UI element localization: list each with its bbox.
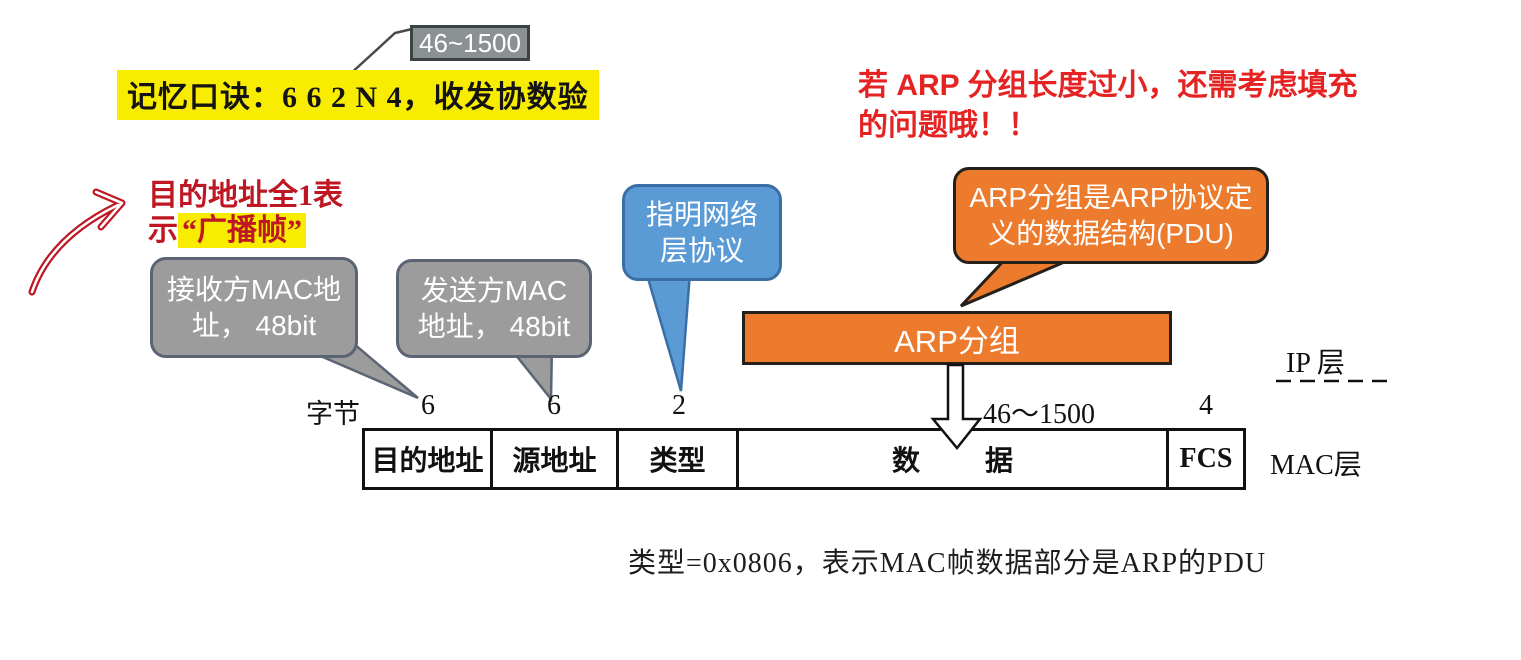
byte-count-data: 46～1500	[983, 399, 1096, 430]
callout-arp-pdu-line1: ARP分组是ARP协议定	[969, 181, 1253, 213]
mnemonic-highlight: 记忆口诀：6 6 2 N 4，收发协数验	[117, 70, 599, 120]
callout-dest-mac-line2: 址， 48bit	[191, 309, 317, 341]
frame-cell-fcs: FCS	[1179, 443, 1233, 474]
callout-dest-mac-line1: 接收方MAC地	[166, 273, 342, 305]
padding-warning-note: 若 ARP 分组长度过小，还需考虑填充 的问题哦！！	[858, 66, 1357, 146]
length-range-text: 46~1500	[419, 27, 521, 58]
broadcast-highlight: “广播帧”	[178, 213, 306, 248]
red-curved-arrow	[28, 188, 126, 296]
arp-packet-bar-label: ARP分组	[894, 323, 1020, 359]
frame-cell-dest: 目的地址	[365, 431, 493, 487]
frame-cell-type: 类型	[619, 431, 739, 487]
byte-unit-label: 字节	[306, 399, 360, 429]
connector-line	[347, 27, 413, 77]
broadcast-prefix: 示	[148, 214, 178, 247]
warning-line-2: 的问题哦！！	[858, 109, 1038, 142]
broadcast-line-2: 示“广播帧”	[148, 213, 343, 248]
broadcast-note: 目的地址全1表 示“广播帧”	[148, 178, 343, 248]
callout-type-line2: 层协议	[659, 234, 744, 266]
mac-layer-label: MAC层	[1270, 450, 1362, 481]
callout-dest-mac: 接收方MAC地 址， 48bit	[150, 257, 358, 358]
broadcast-line-1: 目的地址全1表	[148, 179, 343, 212]
speech-tail-type	[643, 266, 692, 392]
byte-count-src: 6	[547, 390, 561, 421]
callout-type-line1: 指明网络	[645, 198, 758, 230]
mac-frame-table: 目的地址 源地址 类型 数 据 FCS	[362, 428, 1246, 490]
callout-type: 指明网络 层协议	[622, 184, 782, 281]
callout-arp-pdu: ARP分组是ARP协议定 义的数据结构(PDU)	[953, 167, 1269, 264]
length-range-box: 46~1500	[410, 25, 530, 61]
byte-count-type: 2	[672, 390, 686, 421]
frame-cell-src: 源地址	[493, 431, 619, 487]
frame-cell-data: 数 据	[739, 431, 1169, 487]
callout-src-mac-line1: 发送方MAC	[420, 274, 568, 306]
arp-packet-bar: ARP分组	[742, 311, 1172, 365]
warning-line-1: 若 ARP 分组长度过小，还需考虑填充	[858, 69, 1358, 102]
byte-count-dest: 6	[421, 390, 435, 421]
type-footnote: 类型=0x0806，表示MAC帧数据部分是ARP的PDU	[628, 548, 1267, 579]
callout-arp-pdu-line2: 义的数据结构(PDU)	[988, 217, 1234, 249]
ip-layer-label: IP 层	[1286, 348, 1345, 379]
callout-src-mac-line2: 地址， 48bit	[417, 310, 571, 342]
callout-src-mac: 发送方MAC 地址， 48bit	[396, 259, 592, 358]
byte-count-fcs: 4	[1199, 390, 1213, 421]
